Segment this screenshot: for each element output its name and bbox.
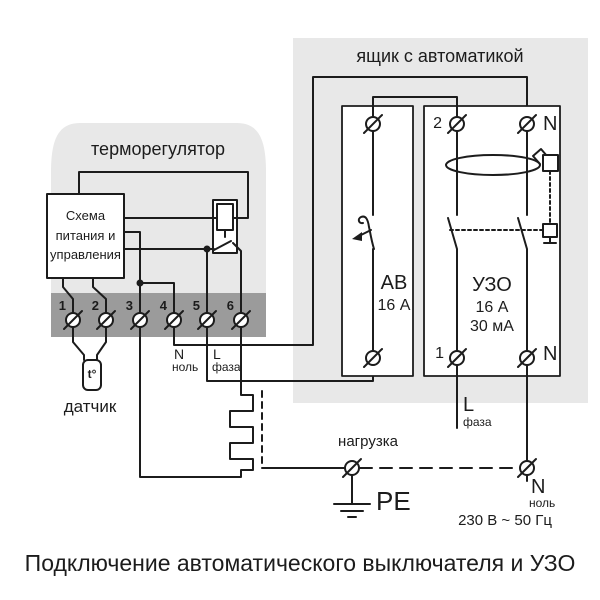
rcd-name: УЗО <box>472 274 512 296</box>
earth-label: PE <box>376 486 411 516</box>
control-circuit-box <box>46 193 125 279</box>
thermostat-phase-word: фаза <box>212 360 241 374</box>
thermostat-neutral-letter: N <box>174 346 185 362</box>
terminal-number-5: 5 <box>192 298 200 313</box>
sensor-bulb-label: t° <box>87 367 97 381</box>
breaker-name: АВ <box>380 272 408 294</box>
earth-icon <box>333 474 371 518</box>
load-label: нагрузка <box>338 433 398 450</box>
thermostat-title: терморегулятор <box>91 139 225 159</box>
rcd-terminal-2-label: 2 <box>433 115 442 132</box>
breaker-rating: 16 А <box>377 297 411 314</box>
terminal-icons <box>63 114 537 478</box>
wire-rcd-to-breaker <box>372 96 458 118</box>
thermostat-wiring <box>62 171 249 314</box>
rcd-rating: 16 А <box>475 299 509 316</box>
rcd-test-button-icon <box>542 223 558 238</box>
terminal-number-4: 4 <box>159 298 167 313</box>
rcd-contacts-icon <box>445 130 559 352</box>
control-circuit-line3: управления <box>50 247 121 262</box>
wire-neutral-run <box>173 76 528 346</box>
sensor-label: датчик <box>63 397 117 416</box>
thermostat-neutral-word: ноль <box>172 360 199 374</box>
relay-icon <box>212 199 238 254</box>
terminal-strip <box>51 293 266 337</box>
terminal-number-3: 3 <box>125 298 133 313</box>
supply-phase-word: фаза <box>463 415 492 429</box>
sensor-icon <box>72 326 107 391</box>
terminal-number-6: 6 <box>226 298 234 313</box>
supply-neutral-letter: N <box>531 476 546 498</box>
control-circuit-line1: Схема <box>65 208 106 223</box>
breaker-contact-icon <box>352 130 375 352</box>
control-circuit-label: Схема питания и управления <box>47 206 124 265</box>
diagram-title: Подключение автоматического выключателя … <box>24 550 576 576</box>
rcd-neutral-top-label: N <box>543 113 558 135</box>
supply-neutral-word: ноль <box>529 496 556 510</box>
terminal-number-1: 1 <box>58 298 66 313</box>
breaker-module-box <box>341 105 414 377</box>
rcd-terminal-1-label: 1 <box>435 345 444 362</box>
thermostat-phase-letter: L <box>213 346 221 362</box>
terminal-number-2: 2 <box>91 298 99 313</box>
panel-title: ящик с автоматикой <box>356 46 524 66</box>
supply-phase-letter: L <box>463 394 475 416</box>
heating-cable <box>139 326 254 478</box>
junction-dots <box>136 245 211 287</box>
supply-rating: 230 В ~ 50 Гц <box>458 512 552 529</box>
control-circuit-line2: питания и <box>55 227 116 243</box>
rcd-sensitivity: 30 мА <box>470 318 514 335</box>
rcd-neutral-bottom-label: N <box>543 343 558 365</box>
